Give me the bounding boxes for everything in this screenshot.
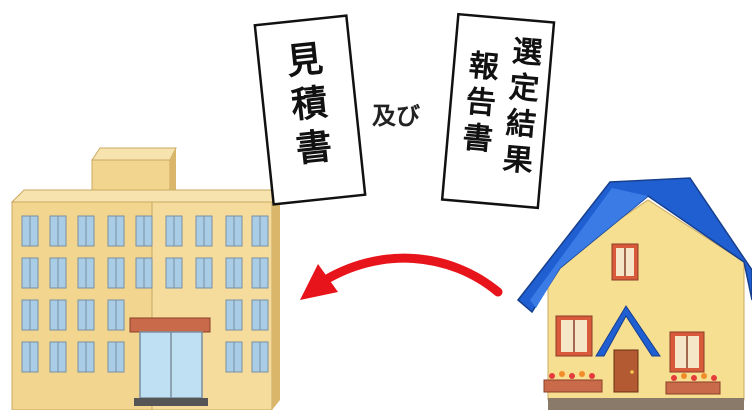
report-right-char-2: 定 xyxy=(508,70,541,107)
building-windows xyxy=(21,215,269,373)
estimate-document: 見 積 書 xyxy=(253,14,367,206)
submit-arrow xyxy=(300,253,503,300)
report-left-char-3: 書 xyxy=(461,120,494,157)
report-right-char-1: 選 xyxy=(511,34,544,71)
house xyxy=(516,177,752,410)
report-right-char-4: 果 xyxy=(501,142,534,179)
flowers xyxy=(549,371,717,381)
report-right-char-3: 結 xyxy=(505,106,538,143)
estimate-char-1: 見 xyxy=(285,39,325,84)
report-left-char-1: 報 xyxy=(467,48,501,86)
estimate-char-3: 書 xyxy=(294,126,334,171)
office-building xyxy=(10,147,281,410)
report-left-char-2: 告 xyxy=(464,84,497,121)
report-document: 選 定 結 果 報 告 書 xyxy=(440,12,556,210)
conjunction-label: 及び xyxy=(372,102,420,130)
estimate-char-2: 積 xyxy=(289,82,329,127)
house-door xyxy=(613,349,639,393)
